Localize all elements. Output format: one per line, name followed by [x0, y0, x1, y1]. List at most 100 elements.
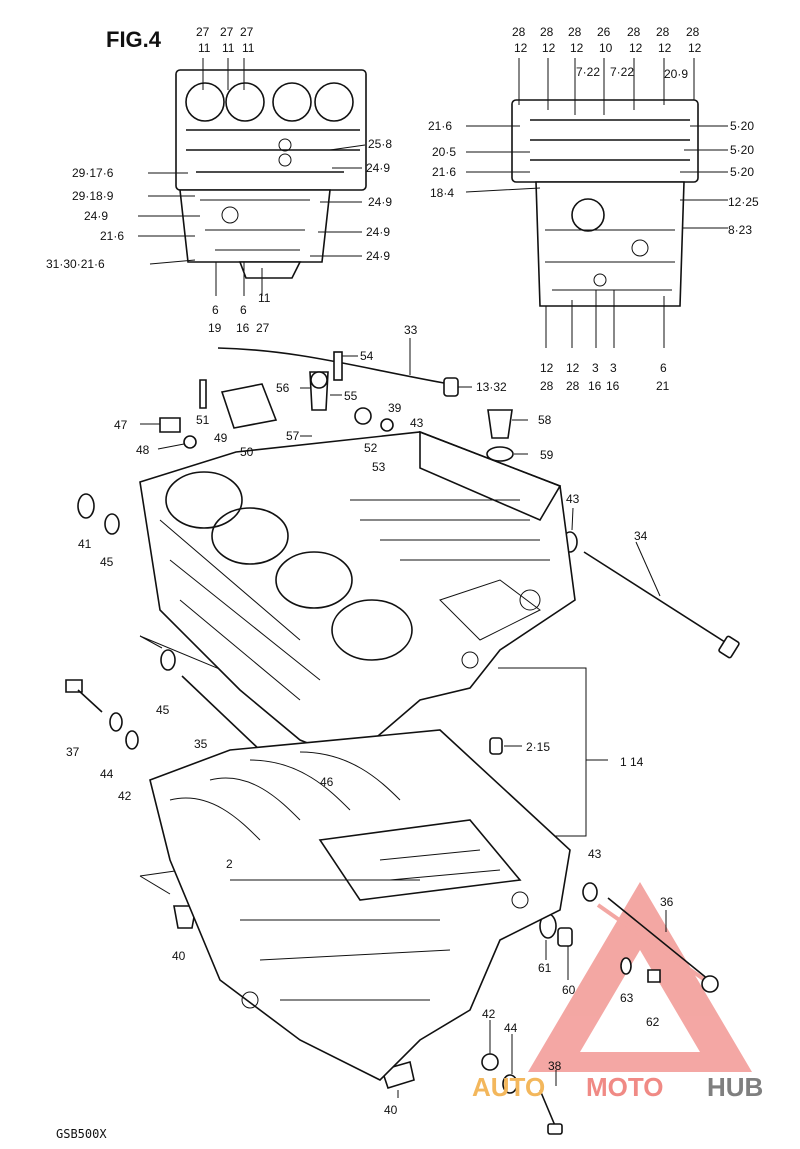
callout-p52: 52 [364, 441, 378, 455]
callout-ur-3a: 3 [592, 361, 599, 375]
callout-p33: 33 [404, 323, 418, 337]
callout-p42a: 42 [118, 789, 132, 803]
callout-ur-12a: 12 [514, 41, 528, 55]
upper-right-leaders [465, 58, 728, 348]
callout-p41: 41 [78, 537, 92, 551]
watermark-logo [528, 882, 752, 1072]
watermark-auto: AUTO [472, 1072, 545, 1102]
callout-p37: 37 [66, 745, 80, 759]
callout-p44b: 44 [504, 1021, 518, 1035]
callout-p60: 60 [562, 983, 576, 997]
callout-ul-258: 25·8 [368, 137, 392, 151]
callout-ul-3130: 31·30·21·6 [46, 257, 105, 271]
callout-ul-27b: 27 [220, 25, 234, 39]
callout-p40a: 40 [172, 949, 186, 963]
upper-left-callouts: 27 11 27 11 27 11 25·8 29·17·6 24·9 29·18·9 24·9 24… [46, 25, 392, 335]
callout-p54: 54 [360, 349, 374, 363]
callout-p43c: 43 [588, 847, 602, 861]
callout-ur-209: 20·9 [664, 67, 688, 81]
callout-ur-184: 18·4 [430, 186, 454, 200]
callout-ur-28h: 28 [566, 379, 580, 393]
callout-ur-722b: 7·22 [610, 65, 634, 79]
callout-p40b: 40 [384, 1103, 398, 1117]
callout-ur-520c: 5·20 [730, 165, 754, 179]
callout-ur-28f: 28 [686, 25, 700, 39]
callout-p63: 63 [620, 991, 634, 1005]
callout-ur-12d: 12 [629, 41, 643, 55]
callout-p56: 56 [276, 381, 290, 395]
hardware-parts [65, 338, 740, 1135]
callout-ur-3b: 3 [610, 361, 617, 375]
watermark-text: AUTO MOTO HUB [472, 1072, 763, 1102]
callout-p43a: 43 [410, 416, 424, 430]
callout-p46: 46 [320, 775, 334, 789]
callout-p59: 59 [540, 448, 554, 462]
callout-ur-12h: 12 [566, 361, 580, 375]
watermark-hub: HUB [707, 1072, 763, 1102]
callout-ur-12e: 12 [658, 41, 672, 55]
callout-ur-28g: 28 [540, 379, 554, 393]
callout-ur-10: 10 [599, 41, 613, 55]
callout-ur-26: 26 [597, 25, 611, 39]
callout-ul-11d: 11 [258, 291, 271, 305]
callout-ur-28d: 28 [627, 25, 641, 39]
callout-p50: 50 [240, 445, 254, 459]
callout-ul-27c: 27 [240, 25, 254, 39]
callout-ul-249c: 24·9 [84, 209, 108, 223]
callout-p49: 49 [214, 431, 228, 445]
lower-crankcase-assembly [149, 729, 571, 1081]
callout-ur-722a: 7·22 [576, 65, 600, 79]
callout-ur-216a: 21·6 [428, 119, 452, 133]
callout-ul-6a: 6 [212, 303, 219, 317]
upper-left-leaders [138, 58, 366, 296]
callout-ur-520b: 5·20 [730, 143, 754, 157]
callout-ul-29176: 29·17·6 [72, 166, 114, 180]
callout-ul-11b: 11 [222, 41, 235, 55]
callout-ul-249d: 24·9 [366, 225, 390, 239]
callout-p35: 35 [194, 737, 208, 751]
upper-right-callouts: 28 12 28 12 28 12 26 10 28 12 28 12 28 12 7·22 7·22 20·9… [428, 25, 759, 393]
callout-ul-11c: 11 [242, 41, 255, 55]
callout-p45a: 45 [100, 555, 114, 569]
callout-ur-12g: 12 [540, 361, 554, 375]
callout-ul-6b: 6 [240, 303, 247, 317]
callout-p62: 62 [646, 1015, 660, 1029]
callout-ur-28a: 28 [512, 25, 526, 39]
lower-crankcase-bottom-view [511, 99, 699, 307]
callout-ul-19: 19 [208, 321, 222, 335]
callout-ur-28b: 28 [540, 25, 554, 39]
callout-ur-28e: 28 [656, 25, 670, 39]
callout-p36: 36 [660, 895, 674, 909]
callout-ur-28c: 28 [568, 25, 582, 39]
callout-p58: 58 [538, 413, 552, 427]
callout-ur-12b: 12 [542, 41, 556, 55]
watermark-moto: MOTO [586, 1072, 664, 1102]
callout-p45b: 45 [156, 703, 170, 717]
figure-title: FIG.4 [106, 27, 162, 52]
callout-p53: 53 [372, 460, 386, 474]
callout-ul-249e: 24·9 [366, 249, 390, 263]
callout-ul-249b: 24·9 [368, 195, 392, 209]
callout-ur-12c: 12 [570, 41, 584, 55]
callout-ul-29189: 29·18·9 [72, 189, 114, 203]
callout-p43b: 43 [566, 492, 580, 506]
callout-p39: 39 [388, 401, 402, 415]
callout-ul-2949: 24·9 [366, 161, 390, 175]
callout-ur-16a: 16 [588, 379, 602, 393]
callout-ul-216: 21·6 [100, 229, 124, 243]
callout-p47: 47 [114, 418, 128, 432]
callout-p51: 51 [196, 413, 210, 427]
callout-p1332: 13·32 [476, 380, 507, 394]
watermark-triangle-icon [528, 882, 752, 1072]
callout-ur-16b: 16 [606, 379, 620, 393]
callout-p44a: 44 [100, 767, 114, 781]
model-code: GSB500X [56, 1127, 107, 1141]
callout-ur-216b: 21·6 [432, 165, 456, 179]
callout-ul-16: 16 [236, 321, 250, 335]
callout-ul-27a: 27 [196, 25, 210, 39]
callout-p2: 2 [226, 857, 233, 871]
callout-ul-27d: 27 [256, 321, 270, 335]
